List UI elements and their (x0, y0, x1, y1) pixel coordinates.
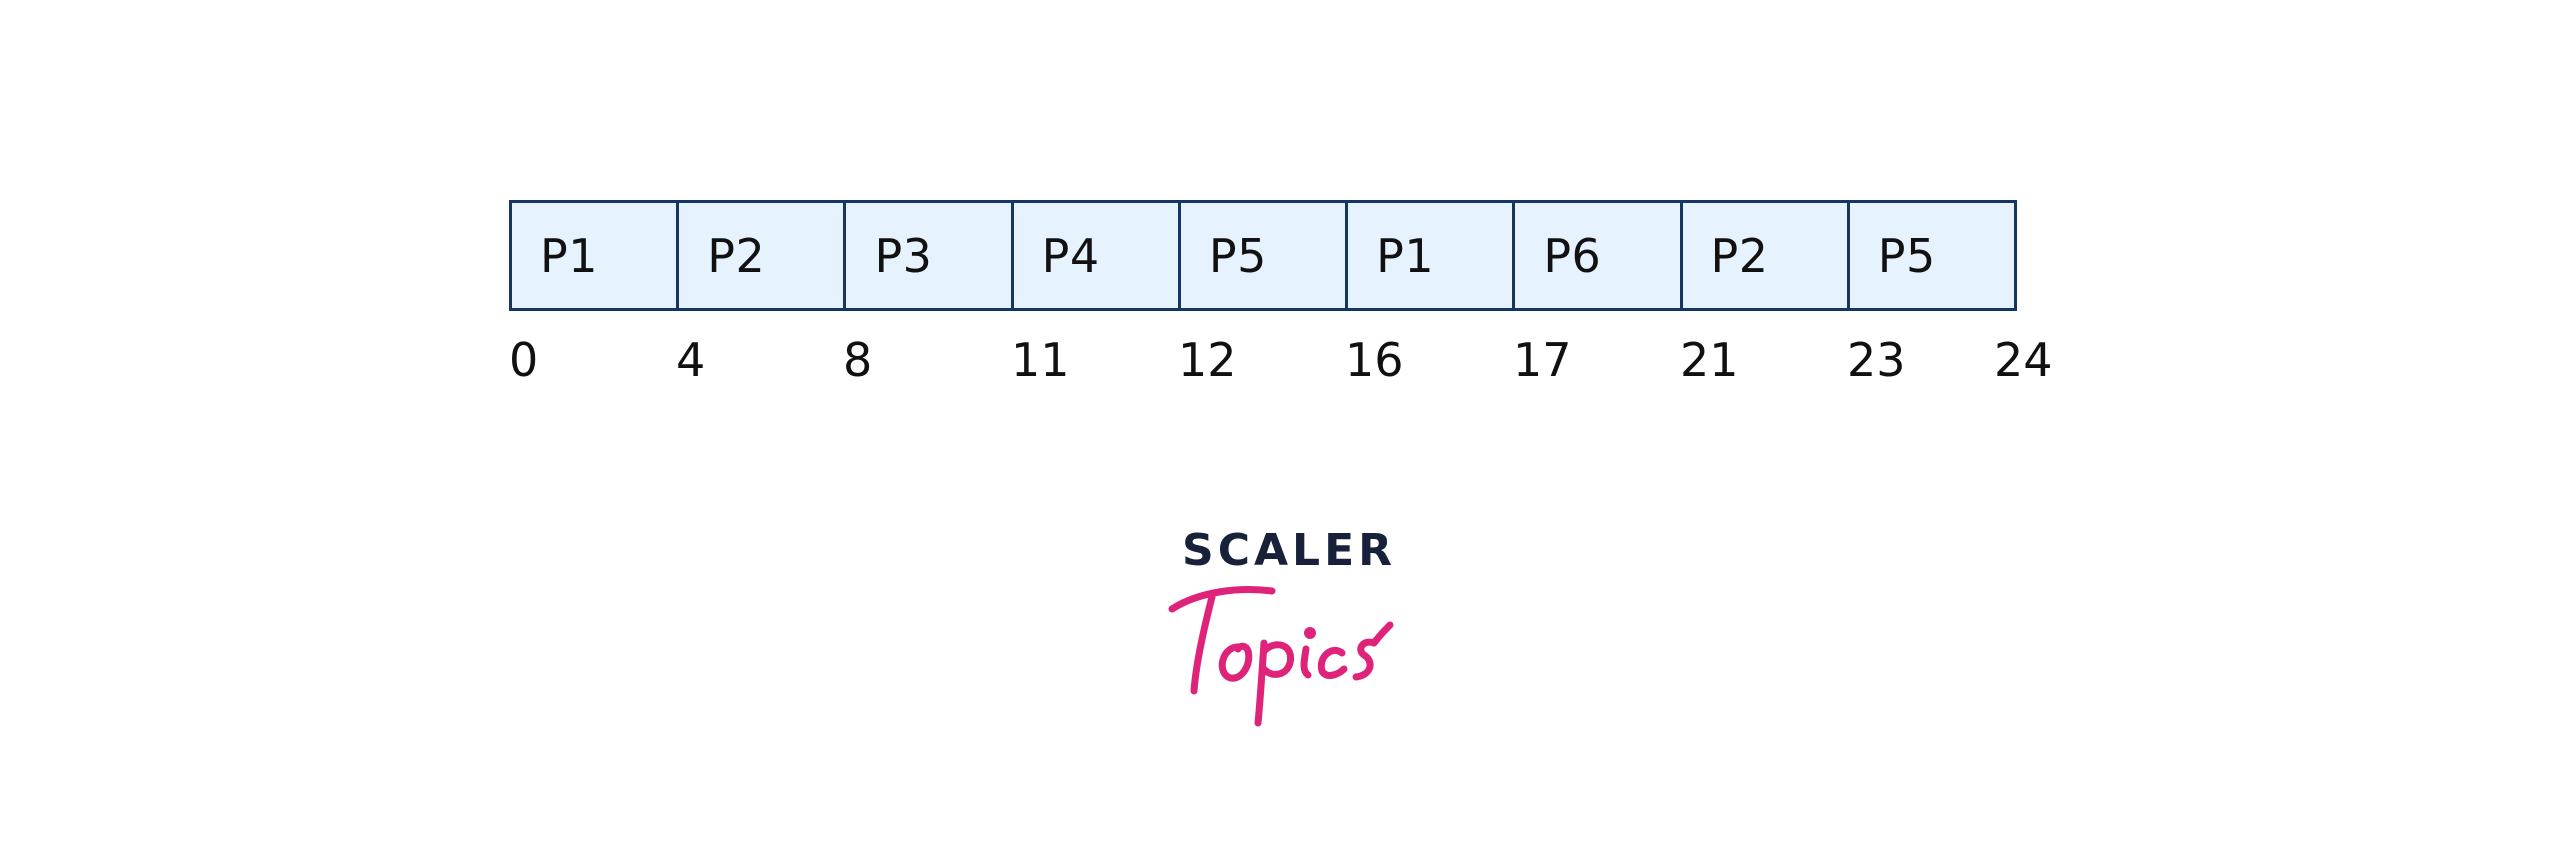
slot-label: P5 (1877, 228, 1936, 283)
time-tick: 16 (1345, 333, 1404, 387)
scaler-topics-logo: SCALER (1160, 525, 1400, 727)
slot-label: P2 (1710, 228, 1769, 283)
slot-label: P4 (1041, 228, 1100, 283)
time-tick: 17 (1513, 333, 1572, 387)
gantt-chart: P1 P2 P3 P4 P5 P1 P6 P2 P5 (509, 200, 2017, 311)
gantt-slot: P4 (1014, 203, 1181, 308)
time-tick: 4 (676, 333, 706, 387)
gantt-slot: P2 (679, 203, 847, 308)
gantt-slot: P1 (512, 203, 680, 308)
gantt-slot: P2 (1683, 203, 1850, 308)
time-tick: 8 (843, 333, 873, 387)
slot-label: P1 (540, 228, 599, 283)
time-tick: 24 (1994, 333, 2053, 387)
gantt-slot: P6 (1515, 203, 1683, 308)
slot-label: P6 (1543, 228, 1602, 283)
time-axis: 0 4 8 11 12 16 17 21 23 24 (509, 330, 2053, 390)
logo-wordmark: SCALER (1182, 525, 1397, 576)
time-tick: 21 (1680, 333, 1739, 387)
slot-label: P1 (1376, 228, 1435, 283)
gantt-slot: P3 (846, 203, 1014, 308)
slot-label: P5 (1208, 228, 1267, 283)
slot-label: P3 (874, 228, 933, 283)
gantt-slot: P1 (1348, 203, 1516, 308)
gantt-slot: P5 (1850, 203, 2014, 308)
logo-script-topics (1168, 586, 1394, 727)
gantt-slot: P5 (1181, 203, 1349, 308)
time-tick: 0 (509, 333, 539, 387)
slot-label: P2 (707, 228, 766, 283)
time-tick: 12 (1178, 333, 1237, 387)
time-tick: 11 (1011, 333, 1070, 387)
time-tick: 23 (1847, 333, 1906, 387)
